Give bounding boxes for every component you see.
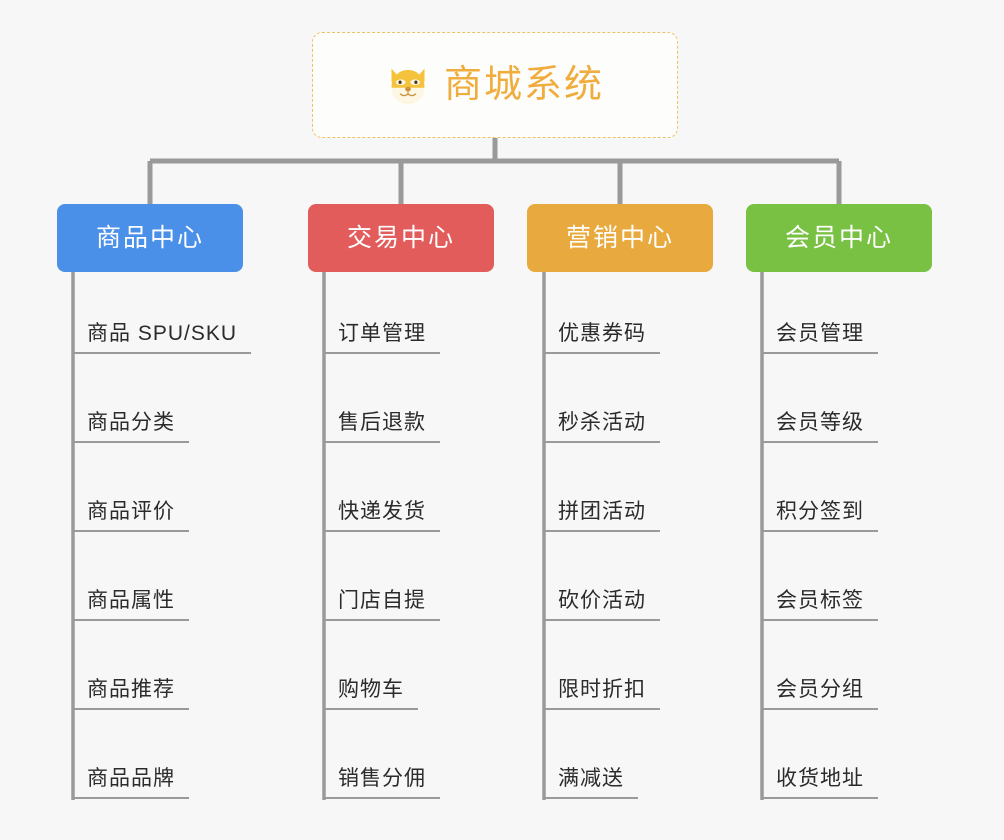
leaf-underline: 商品评价: [73, 500, 189, 532]
dog-face-icon: [391, 68, 425, 105]
leaf-underline: 售后退款: [324, 411, 440, 443]
category-box-4[interactable]: 会员中心: [746, 204, 932, 272]
leaf-underline: 销售分佣: [324, 767, 440, 799]
leaf-underline: 限时折扣: [544, 678, 660, 710]
leaf-underline: 满减送: [544, 767, 638, 799]
leaf-label: 会员分组: [776, 677, 864, 701]
leaf-underline: 商品品牌: [73, 767, 189, 799]
leaf-label: 商品分类: [87, 410, 175, 434]
leaf-underline: 购物车: [324, 678, 418, 710]
leaf-label: 会员等级: [776, 410, 864, 434]
leaf-label: 商品评价: [87, 499, 175, 523]
leaf-label: 售后退款: [338, 410, 426, 434]
leaf-label: 秒杀活动: [558, 410, 646, 434]
leaf-label: 满减送: [558, 766, 624, 790]
root-node[interactable]: 商城系统: [312, 32, 678, 138]
leaf-underline: 快递发货: [324, 500, 440, 532]
leaf-underline: 商品分类: [73, 411, 189, 443]
leaf-label: 限时折扣: [558, 677, 646, 701]
leaf-underline: 会员等级: [762, 411, 878, 443]
leaf-underline: 会员分组: [762, 678, 878, 710]
leaf-underline: 优惠券码: [544, 322, 660, 354]
leaf-label: 优惠券码: [558, 321, 646, 345]
category-label: 交易中心: [346, 223, 455, 252]
leaf-label: 商品品牌: [87, 766, 175, 790]
category-label: 营销中心: [565, 223, 674, 252]
leaf-label: 砍价活动: [558, 588, 646, 612]
leaf-label: 商品推荐: [87, 677, 175, 701]
leaf-label: 销售分佣: [338, 766, 426, 790]
leaf-underline: 收货地址: [762, 767, 878, 799]
category-box-3[interactable]: 营销中心: [527, 204, 713, 272]
leaf-underline: 商品属性: [73, 589, 189, 621]
root-title: 商城系统: [443, 64, 604, 106]
category-label: 商品中心: [95, 223, 204, 252]
leaf-underline: 积分签到: [762, 500, 878, 532]
leaf-underline: 会员管理: [762, 322, 878, 354]
leaf-label: 商品属性: [87, 588, 175, 612]
leaf-underline: 订单管理: [324, 322, 440, 354]
category-box-2[interactable]: 交易中心: [308, 204, 494, 272]
leaf-label: 商品 SPU/SKU: [87, 321, 238, 345]
category-label: 会员中心: [784, 223, 893, 252]
leaf-underline: 砍价活动: [544, 589, 660, 621]
leaf-label: 会员管理: [776, 321, 864, 345]
leaf-label: 收货地址: [776, 766, 864, 790]
leaf-label: 积分签到: [776, 499, 864, 523]
leaf-underline: 商品推荐: [73, 678, 189, 710]
leaf-label: 会员标签: [776, 588, 864, 612]
category-box-1[interactable]: 商品中心: [57, 204, 243, 272]
leaf-label: 门店自提: [338, 588, 426, 612]
leaf-label: 订单管理: [338, 321, 426, 345]
leaf-label: 拼团活动: [558, 499, 646, 523]
leaf-underline: 秒杀活动: [544, 411, 660, 443]
leaf-underline: 会员标签: [762, 589, 878, 621]
leaf-underline: 拼团活动: [544, 500, 660, 532]
leaf-label: 快递发货: [338, 499, 426, 523]
leaf-label: 购物车: [338, 677, 404, 701]
leaf-underline: 门店自提: [324, 589, 440, 621]
leaf-underline: 商品 SPU/SKU: [73, 321, 252, 354]
